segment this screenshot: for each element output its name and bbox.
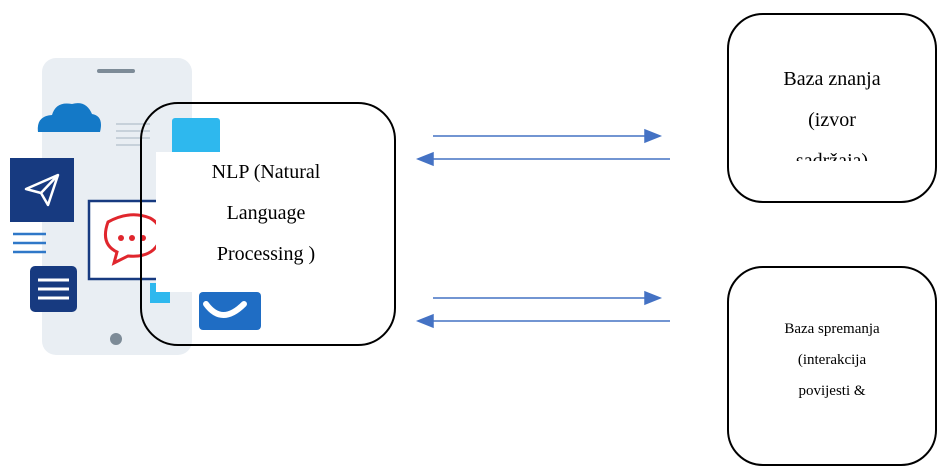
nlp-label-line-1: NLP (Natural [211, 161, 321, 183]
nlp-label-line-3: Processing ) [216, 243, 316, 265]
knowledge-base-line-1: Baza znanja [783, 68, 881, 90]
list-icon [30, 266, 77, 312]
arrows [415, 128, 670, 329]
arrowhead-right-top [644, 128, 663, 144]
knowledge-base-box: Baza znanja (izvor sadržaja) [727, 13, 937, 203]
nlp-label: NLP (Natural Language Processing ) [156, 152, 376, 292]
phone-home-button [110, 333, 122, 345]
nlp-box [140, 102, 396, 346]
arrowhead-left-bottom [415, 313, 434, 329]
arrowhead-left-top [415, 151, 434, 167]
knowledge-base-line-2: (izvor [808, 109, 856, 131]
storage-line-2: (interakcija [797, 352, 867, 368]
phone-speaker [97, 69, 135, 73]
storage-box: Baza spremanja (interakcija povijesti & [727, 266, 937, 466]
nlp-label-line-2: Language [226, 202, 306, 224]
knowledge-base-label: Baza znanja (izvor sadržaja) [729, 59, 935, 161]
storage-line-1: Baza spremanja [784, 321, 880, 337]
storage-label: Baza spremanja (interakcija povijesti & [729, 314, 935, 407]
storage-line-3: povijesti & [798, 383, 866, 399]
arrowhead-right-bottom [644, 290, 663, 306]
menu-lines-icon [13, 232, 46, 254]
bird-tile-icon [199, 292, 261, 330]
send-icon [10, 158, 74, 222]
percent-tile [172, 118, 220, 158]
cloud-icon [37, 103, 101, 132]
knowledge-base-line-3: sadržaja) [795, 150, 869, 161]
